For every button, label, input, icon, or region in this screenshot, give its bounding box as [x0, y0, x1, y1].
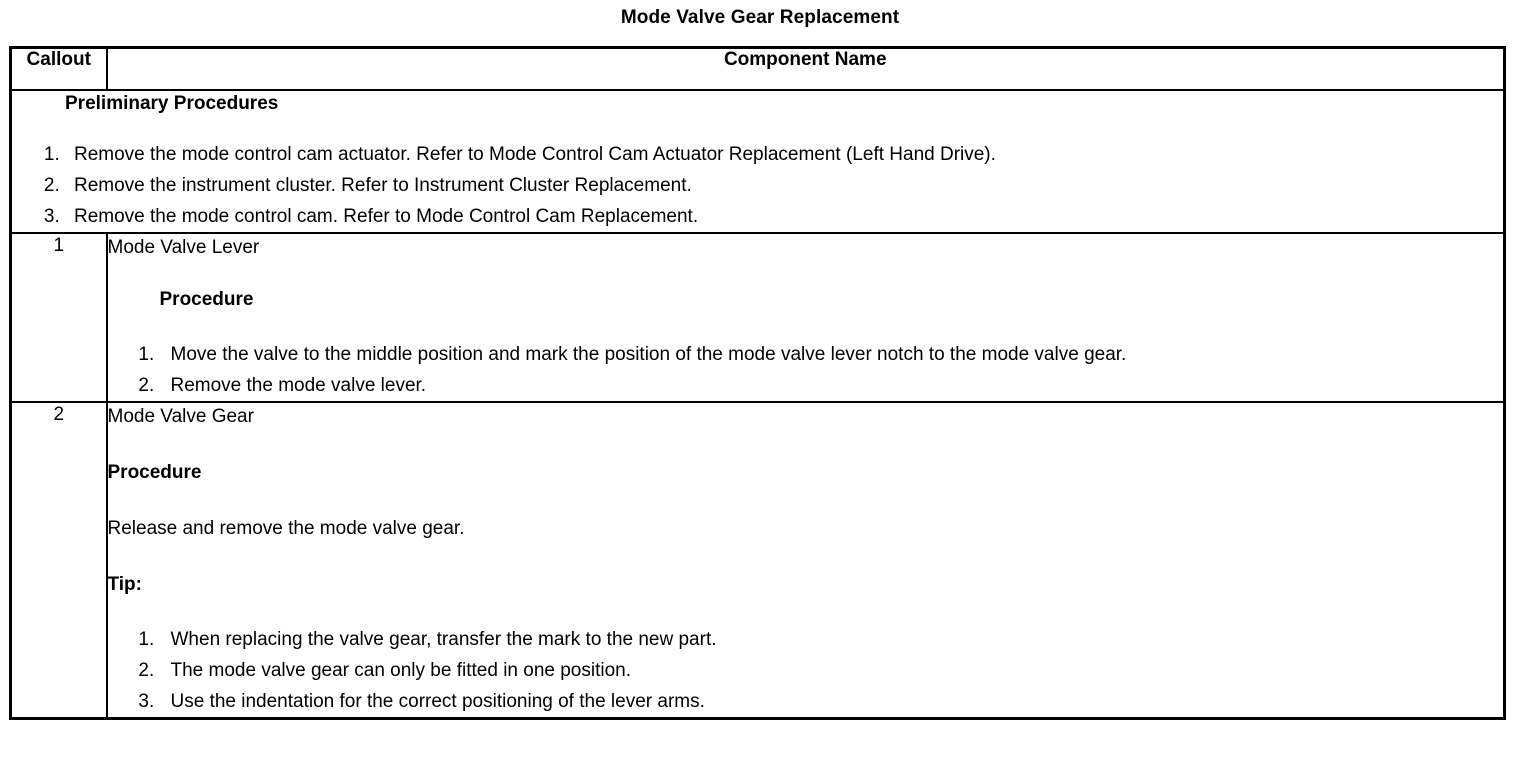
table-row-preliminary: Preliminary Procedures Remove the mode c…	[9, 89, 1506, 234]
table-row: 2 Mode Valve Gear Procedure Release and …	[9, 401, 1506, 720]
tip-steps-list-2: When replacing the valve gear, transfer …	[108, 624, 1504, 717]
procedure-steps-list-1: Move the valve to the middle position an…	[108, 339, 1504, 401]
spacer	[108, 261, 1504, 287]
preliminary-steps-list: Remove the mode control cam actuator. Re…	[12, 139, 1503, 232]
spacer	[108, 542, 1504, 572]
list-item: Move the valve to the middle position an…	[160, 339, 1504, 370]
component-cell-2: Mode Valve Gear Procedure Release and re…	[105, 401, 1506, 720]
list-item: Remove the mode control cam. Refer to Mo…	[65, 201, 1503, 232]
callout-number-2: 2	[9, 401, 108, 720]
component-cell-1: Mode Valve Lever Procedure Move the valv…	[105, 232, 1506, 403]
spacer	[108, 486, 1504, 516]
procedure-table: Callout Component Name Preliminary Proce…	[9, 46, 1506, 720]
list-item: Remove the instrument cluster. Refer to …	[65, 170, 1503, 201]
procedure-text-2: Release and remove the mode valve gear.	[107, 518, 465, 539]
procedure-heading-2: Procedure	[107, 462, 202, 483]
tip-heading-2: Tip:	[107, 574, 142, 595]
list-item: When replacing the valve gear, transfer …	[160, 624, 1504, 655]
spacer	[108, 430, 1504, 460]
table-row: 1 Mode Valve Lever Procedure Move the va…	[9, 232, 1506, 403]
preliminary-procedures-cell: Preliminary Procedures Remove the mode c…	[9, 89, 1506, 234]
list-item: Remove the mode valve lever.	[160, 370, 1504, 401]
spacer	[108, 598, 1504, 624]
procedure-heading-1: Procedure	[159, 289, 254, 310]
column-header-component-name: Component Name	[105, 46, 1506, 91]
list-item: Use the indentation for the correct posi…	[160, 686, 1504, 717]
callout-number-1: 1	[9, 232, 108, 403]
component-name-1: Mode Valve Lever	[107, 237, 260, 258]
preliminary-procedures-heading: Preliminary Procedures	[65, 93, 279, 114]
component-name-2: Mode Valve Gear	[107, 406, 254, 427]
column-header-callout: Callout	[9, 46, 108, 91]
page-title: Mode Valve Gear Replacement	[620, 7, 900, 28]
spacer	[108, 313, 1504, 339]
table-header-row: Callout Component Name	[9, 46, 1506, 91]
list-item: The mode valve gear can only be fitted i…	[160, 655, 1504, 686]
list-item: Remove the mode control cam actuator. Re…	[65, 139, 1503, 170]
